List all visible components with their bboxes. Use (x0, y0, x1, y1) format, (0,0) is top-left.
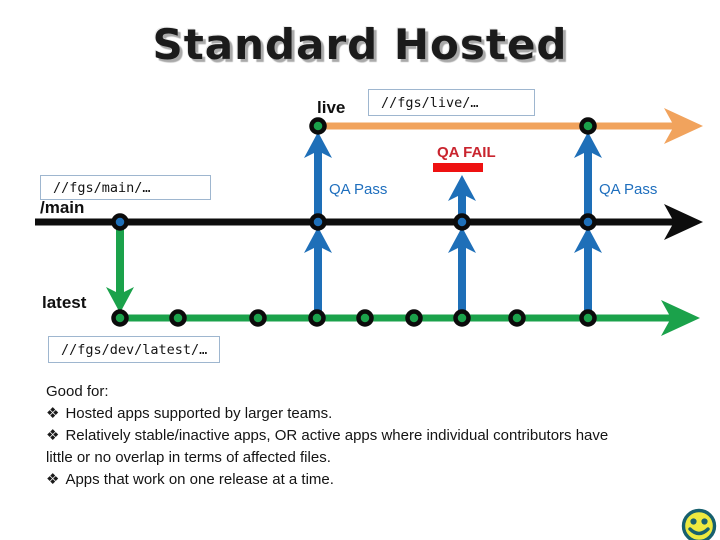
note-text: Relatively stable/inactive apps, OR acti… (46, 427, 609, 466)
main-branch-line (35, 204, 703, 240)
latest-path-text: //fgs/dev/latest/… (61, 341, 208, 358)
bullet-diamond-icon: ❖ (46, 405, 60, 422)
main-path-box: //fgs/main/… (40, 175, 211, 200)
main-commit-dot (453, 213, 471, 231)
notes-block: Good for: ❖ Hosted apps supported by larg… (46, 381, 638, 491)
bullet-diamond-icon: ❖ (46, 427, 60, 444)
qa-pass-label-right: QA Pass (599, 181, 658, 198)
main-branch-label: /main (40, 198, 85, 217)
latest-arrowhead-icon (661, 300, 700, 336)
copy-down-arrow-main-to-latest (106, 226, 134, 313)
live-commit-dot (579, 117, 597, 135)
bullet-diamond-icon: ❖ (46, 471, 60, 488)
note-bullet: ❖ Hosted apps supported by larger teams. (46, 403, 638, 425)
merge-up-arrows-latest-to-main (304, 227, 602, 313)
qa-fail-arrow (448, 175, 476, 217)
latest-commit-dot (405, 309, 423, 327)
live-branch-line (318, 108, 703, 144)
qa-fail-block-bar (433, 163, 483, 172)
main-arrowhead-icon (664, 204, 703, 240)
note-text: Hosted apps supported by larger teams. (65, 405, 333, 422)
latest-branch-line (118, 300, 700, 336)
main-commit-dot (309, 213, 327, 231)
note-bullet: ❖ Apps that work on one release at a time… (46, 469, 638, 491)
qa-fail-label: QA FAIL (437, 144, 496, 161)
note-text: Apps that work on one release at a time. (65, 471, 334, 488)
merge-up-arrow (574, 227, 602, 313)
live-branch-label: live (317, 98, 346, 117)
notes-heading: Good for: (46, 383, 109, 400)
qa-pass-arrow (574, 132, 602, 217)
latest-commit-dot (308, 309, 326, 327)
slide-title: Standard Hosted (152, 20, 568, 69)
live-path-box: //fgs/live/… (368, 89, 535, 116)
qa-pass-label-left: QA Pass (329, 181, 388, 198)
latest-commit-dot (169, 309, 187, 327)
latest-path-box: //fgs/dev/latest/… (48, 336, 220, 363)
main-commit-dot (579, 213, 597, 231)
live-arrowhead-icon (664, 108, 703, 144)
latest-commit-dot (579, 309, 597, 327)
latest-commit-dot (508, 309, 526, 327)
latest-commit-dot (356, 309, 374, 327)
merge-up-arrow (448, 227, 476, 313)
live-commit-dot (309, 117, 327, 135)
main-path-text: //fgs/main/… (53, 179, 151, 196)
latest-commit-dot (249, 309, 267, 327)
promote-up-arrows-main-to-live (304, 132, 602, 217)
latest-commit-dot (453, 309, 471, 327)
live-path-text: //fgs/live/… (381, 94, 479, 111)
latest-commit-dot (111, 309, 129, 327)
merge-up-arrow (304, 227, 332, 313)
commit-dots (111, 117, 597, 327)
note-bullet: ❖Relatively stable/inactive apps, OR act… (46, 425, 638, 469)
latest-branch-label: latest (42, 293, 87, 312)
main-commit-dot (111, 213, 129, 231)
smiley-face-icon (681, 508, 717, 540)
qa-pass-arrow (304, 132, 332, 217)
